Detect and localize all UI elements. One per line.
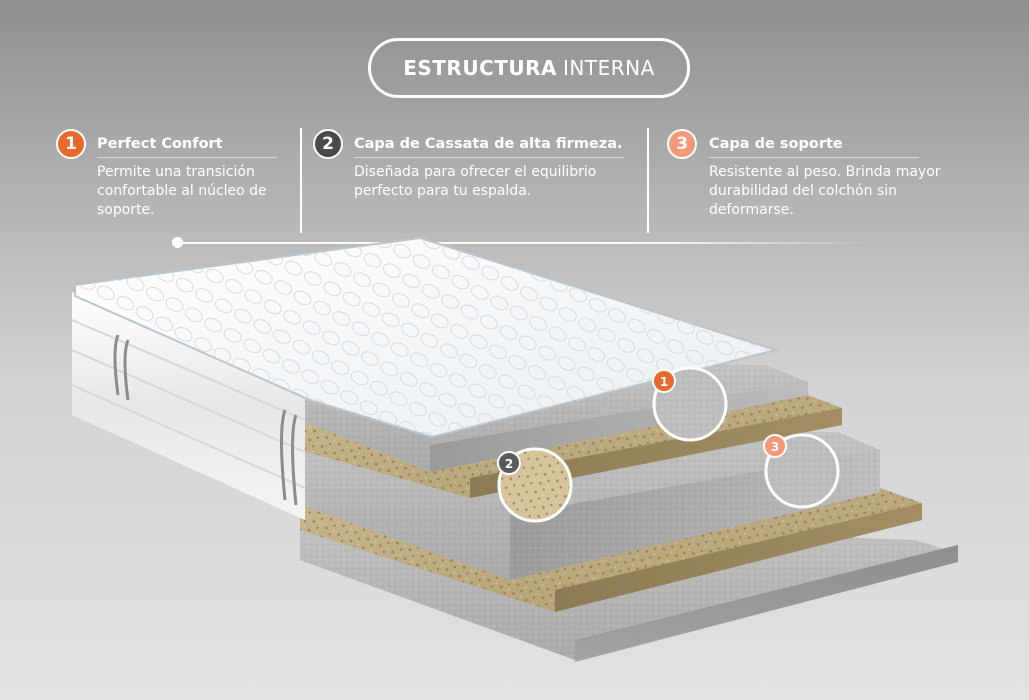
layer-title-2: Capa de Cassata de alta firmeza. bbox=[354, 136, 623, 152]
layer-description-1: Permite una transición confortable al nú… bbox=[97, 164, 267, 218]
marker-badge-3: 3 bbox=[763, 434, 787, 458]
marker-label-1: 1 bbox=[660, 375, 668, 389]
marker-label-2: 2 bbox=[505, 457, 513, 471]
layer-title-1: Perfect Confort bbox=[97, 136, 223, 152]
marker-badge-2: 2 bbox=[497, 451, 521, 475]
layer-title-3: Capa de soporte bbox=[709, 136, 843, 152]
layer-title-underline-1 bbox=[97, 157, 277, 158]
layer-description-3: Resistente al peso. Brinda mayor durabil… bbox=[709, 164, 941, 218]
pointer-dot bbox=[172, 237, 183, 248]
layer-number-badge-1: 1 bbox=[56, 129, 86, 159]
marker-label-3: 3 bbox=[771, 440, 779, 454]
section-title-light: INTERNA bbox=[563, 56, 655, 80]
layer-number-badge-2: 2 bbox=[313, 129, 343, 159]
pointer-line bbox=[178, 242, 868, 244]
column-divider-2 bbox=[647, 128, 649, 233]
marker-badge-1: 1 bbox=[652, 369, 676, 393]
layer-description-2: Diseñada para ofrecer el equilibrio perf… bbox=[354, 164, 597, 199]
layer-number-badge-3: 3 bbox=[667, 129, 697, 159]
section-title-bold: ESTRUCTURA bbox=[403, 56, 558, 80]
layer-title-underline-3 bbox=[709, 157, 919, 158]
column-divider-1 bbox=[300, 128, 302, 233]
layer-title-underline-2 bbox=[354, 157, 624, 158]
